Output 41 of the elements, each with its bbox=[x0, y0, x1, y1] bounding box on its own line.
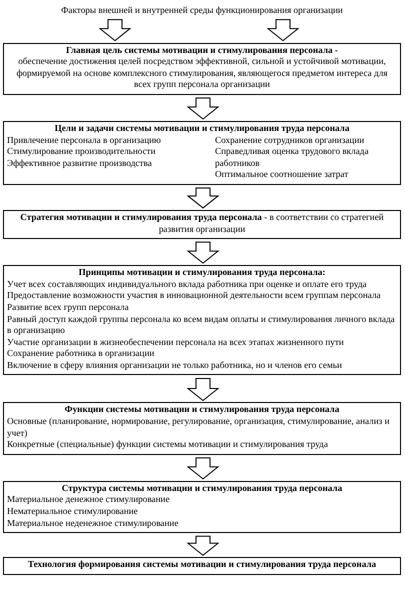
block-arrow bbox=[186, 457, 220, 480]
box-text: обеспечение достижения целей посредством эффективной, сильной и устойчивой мотивации, формируемой на основе комплексного стимулирования, являющегося предметом интереса для всех групп персонала организации bbox=[15, 56, 388, 91]
block-arrow bbox=[186, 97, 220, 120]
list-item: Справедливая оценка трудового вклада работников bbox=[215, 146, 370, 170]
list-item: Оптимальное соотношение затрат bbox=[215, 169, 350, 181]
list-item: Конкретные (специальные) функции системы мотивации и стимулирования труда bbox=[7, 439, 329, 451]
process-box bbox=[3, 210, 401, 240]
list-item: Учет всех составляющих индивидуального вклада работника при оценке и оплате его труда bbox=[7, 278, 368, 290]
box-heading: Функции системы мотивации и стимулирования труда персонала bbox=[64, 404, 340, 416]
list-item: Включение в сферу влияния организации не только работника, но и членов его семьи bbox=[7, 360, 343, 372]
list-item: Участие организации в жизнеобеспечении персонала на всех этапах жизненного пути bbox=[7, 336, 345, 348]
block-arrow bbox=[98, 19, 132, 42]
process-box bbox=[3, 42, 401, 95]
block-arrow bbox=[186, 242, 220, 264]
block-arrow bbox=[186, 536, 220, 556]
box-text: Стратегия мотивации и стимулирования труда персонала - в соответствии со стратегией развития организации bbox=[19, 212, 385, 236]
list-item: Равный доступ каждой группы персонала ко всем видам оплаты и стимулирования личного вклада в организацию bbox=[7, 314, 396, 337]
box-heading: Цели и задачи системы мотивации и стимулирования труда персонала bbox=[54, 122, 350, 135]
list-item: Сохранение сотрудников организации bbox=[215, 134, 366, 146]
list-item: Стимулирование производительности bbox=[7, 146, 157, 158]
process-box bbox=[3, 402, 401, 455]
box-heading: Технология формирования системы мотивации и стимулирования труда персонала bbox=[26, 559, 378, 571]
process-box bbox=[3, 480, 401, 534]
list-item: Нематериальное стимулирование bbox=[7, 506, 139, 518]
list-item: Привлечение персонала в организацию bbox=[7, 134, 162, 146]
box-heading: Структура системы мотивации и стимулирования труда персонала bbox=[60, 482, 344, 494]
box-heading: Главная цель системы мотивации и стимулирования персонала - bbox=[65, 44, 339, 56]
process-box bbox=[3, 265, 401, 376]
block-arrow bbox=[186, 187, 220, 209]
list-item: Предоставление возможности участия в инновационной деятельности всем группам персонала bbox=[7, 290, 382, 302]
list-item: Сохранение работника в организации bbox=[7, 348, 156, 360]
box-heading: Принципы мотивации и стимулирования труда персонала: bbox=[78, 267, 326, 279]
list-item: Развитие всех групп персонала bbox=[7, 302, 130, 314]
process-box bbox=[3, 120, 401, 185]
block-arrow bbox=[266, 19, 300, 42]
list-item: Материальное неденежное стимулирование bbox=[7, 518, 180, 530]
block-arrow bbox=[186, 378, 220, 402]
list-item: Материальное денежное стимулирование bbox=[7, 494, 171, 506]
list-item: Эффективное развитие производства bbox=[7, 158, 153, 170]
process-box bbox=[3, 557, 401, 575]
list-item: Основные (планирование, нормирование, регулирование, организация, стимулирование, анализ и учет) bbox=[7, 416, 391, 440]
